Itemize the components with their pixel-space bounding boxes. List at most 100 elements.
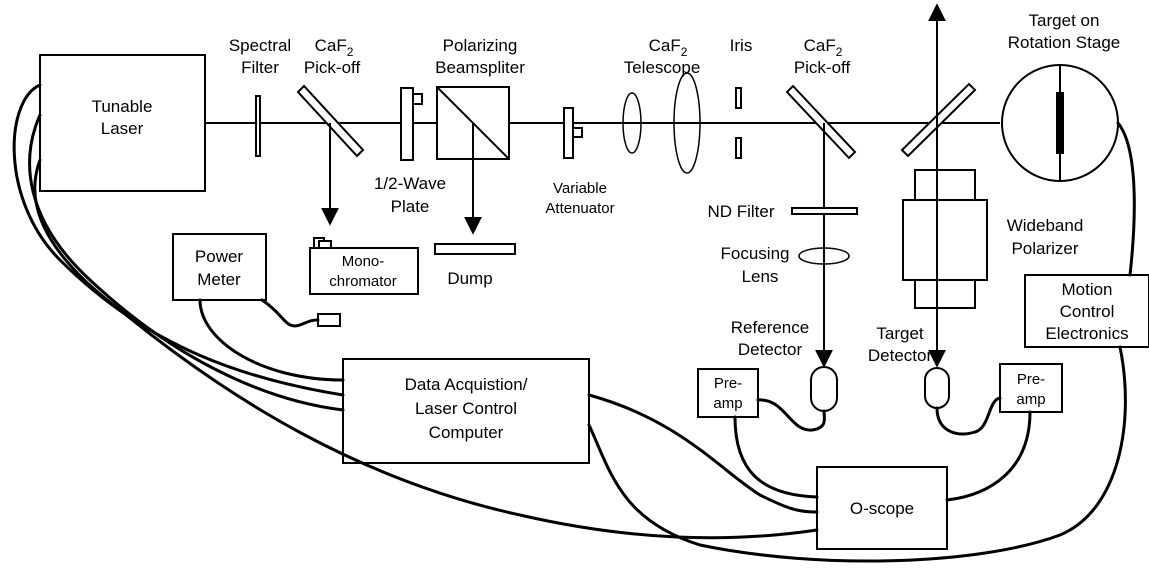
preamp-2: Pre- amp bbox=[999, 363, 1063, 413]
oscope-box bbox=[816, 466, 948, 550]
polarizer-body bbox=[902, 199, 988, 281]
polarizing-beamsplitter: Polarizing Beamspliter bbox=[435, 36, 525, 235]
wave-plate-element bbox=[400, 87, 414, 161]
telescope-label-1: CaF2 bbox=[649, 36, 688, 59]
telescope-lens-1 bbox=[622, 92, 642, 154]
oscope-label: O-scope bbox=[850, 499, 914, 518]
telescope: CaF2 Telescope bbox=[622, 36, 701, 174]
iris-upper bbox=[735, 87, 742, 109]
monochromator-detector bbox=[317, 313, 341, 327]
motion-control-label-2: Control bbox=[1060, 302, 1115, 321]
cable-computer-to-oscope bbox=[587, 393, 819, 514]
daq-label-1: Data Acquistion/ bbox=[405, 375, 528, 394]
polarizer-label-1: Wideband bbox=[1007, 216, 1084, 235]
iris-lower bbox=[735, 137, 742, 159]
target-label-2: Rotation Stage bbox=[1008, 33, 1120, 52]
motion-control-electronics: Motion Control Electronics bbox=[1024, 274, 1149, 348]
reference-detector-label-2: Detector bbox=[738, 340, 803, 359]
nd-filter: ND Filter bbox=[707, 202, 858, 221]
attenuator-label-1: Variable bbox=[553, 180, 607, 197]
cable-laser-to-computer-1 bbox=[12, 83, 345, 397]
wave-plate-knob bbox=[412, 93, 423, 105]
oscope: O-scope bbox=[816, 466, 948, 550]
beamsplitter-label-2: Beamspliter bbox=[435, 58, 525, 77]
wave-plate-label-2: Plate bbox=[391, 197, 430, 216]
preamp-1: Pre- amp bbox=[697, 368, 759, 418]
spectral-filter: Spectral Filter bbox=[229, 36, 291, 157]
motion-control-label-1: Motion bbox=[1061, 280, 1112, 299]
target-label-1: Target on bbox=[1029, 11, 1100, 30]
iris: Iris bbox=[730, 36, 753, 159]
wave-plate-label-1: 1/2-Wave bbox=[374, 174, 446, 193]
spectral-filter-plate bbox=[255, 95, 261, 157]
pickoff-1-mirror bbox=[296, 84, 365, 158]
nd-filter-plate bbox=[791, 207, 858, 215]
cable-stage-to-motion bbox=[1116, 121, 1136, 277]
tunable-laser-label-1: Tunable bbox=[92, 97, 153, 116]
reference-detector-label-1: Reference bbox=[731, 318, 809, 337]
power-meter-label-1: Power bbox=[195, 247, 244, 266]
polarizer-bottom-cap bbox=[914, 279, 976, 309]
reference-detector: Reference Detector bbox=[731, 318, 838, 412]
target-rotation-stage: Target on Rotation Stage bbox=[1001, 11, 1120, 182]
tunable-laser: Tunable Laser bbox=[39, 54, 206, 192]
daq-computer-box bbox=[342, 358, 590, 464]
cable-preamp1-to-refdetector bbox=[756, 398, 826, 432]
power-meter-box bbox=[172, 233, 267, 301]
cable-preamp2-to-oscope bbox=[945, 410, 1032, 502]
preamp-1-label-2: amp bbox=[713, 395, 742, 412]
beamsplitter-label-1: Polarizing bbox=[443, 36, 518, 55]
cables bbox=[12, 83, 1136, 563]
cable-powermeter-to-detector bbox=[260, 298, 320, 328]
cable-targetdetector-to-preamp2 bbox=[935, 396, 1002, 436]
focusing-lens: Focusing Lens bbox=[721, 244, 850, 286]
power-meter-label-2: Meter bbox=[197, 270, 241, 289]
tunable-laser-box bbox=[39, 54, 206, 192]
pickoff-1-label-1: CaF2 bbox=[315, 36, 354, 59]
spectral-filter-label-1: Spectral bbox=[229, 36, 291, 55]
pickoff-1: CaF2 Pick-off bbox=[296, 36, 365, 226]
focusing-lens-element bbox=[798, 247, 850, 265]
attenuator-label-2: Attenuator bbox=[545, 200, 614, 217]
power-meter: Power Meter bbox=[172, 233, 267, 301]
preamp-1-box bbox=[697, 368, 759, 418]
polarizer-label-2: Polarizer bbox=[1011, 239, 1078, 258]
half-wave-plate: 1/2-Wave Plate bbox=[374, 87, 446, 216]
target-detector-body bbox=[924, 367, 950, 409]
motion-control-box bbox=[1024, 274, 1149, 348]
monochromator-box bbox=[309, 247, 419, 295]
motion-control-label-3: Electronics bbox=[1045, 324, 1128, 343]
preamp-1-label-1: Pre- bbox=[714, 375, 742, 392]
monochromator-label-2: chromator bbox=[329, 273, 397, 290]
nd-filter-label: ND Filter bbox=[707, 202, 774, 221]
wideband-polarizer: Wideband Polarizer bbox=[902, 169, 1084, 309]
target-detector-label-1: Target bbox=[876, 324, 924, 343]
preamp-2-label-2: amp bbox=[1016, 391, 1045, 408]
dump: Dump bbox=[434, 243, 516, 288]
variable-attenuator: Variable Attenuator bbox=[545, 107, 615, 217]
cable-computer-to-motion bbox=[587, 345, 1127, 563]
preamp-2-label-1: Pre- bbox=[1017, 371, 1045, 388]
focusing-lens-label-1: Focusing bbox=[721, 244, 790, 263]
telescope-label-2: Telescope bbox=[624, 58, 701, 77]
iris-label: Iris bbox=[730, 36, 753, 55]
focusing-lens-label-2: Lens bbox=[742, 267, 779, 286]
cable-laser-to-oscope bbox=[33, 158, 819, 540]
monochromator-label-1: Mono- bbox=[342, 253, 385, 270]
cable-preamp1-to-oscope bbox=[733, 415, 819, 499]
attenuator-knob bbox=[572, 127, 583, 138]
cable-powermeter-to-computer bbox=[198, 298, 345, 382]
pickoff-2-label-2: Pick-off bbox=[794, 58, 851, 77]
target-beamsplitter-plate bbox=[900, 82, 977, 158]
dump-block bbox=[434, 243, 516, 255]
daq-computer: Data Acquistion/ Laser Control Computer bbox=[342, 358, 590, 464]
daq-label-2: Laser Control bbox=[415, 399, 517, 418]
reference-detector-body bbox=[810, 366, 838, 412]
tunable-laser-label-2: Laser bbox=[101, 119, 144, 138]
target-detector-label-2: Detector bbox=[868, 346, 933, 365]
daq-label-3: Computer bbox=[429, 423, 504, 442]
pickoff-2: CaF2 Pick-off bbox=[785, 36, 857, 368]
attenuator-element bbox=[563, 107, 574, 159]
